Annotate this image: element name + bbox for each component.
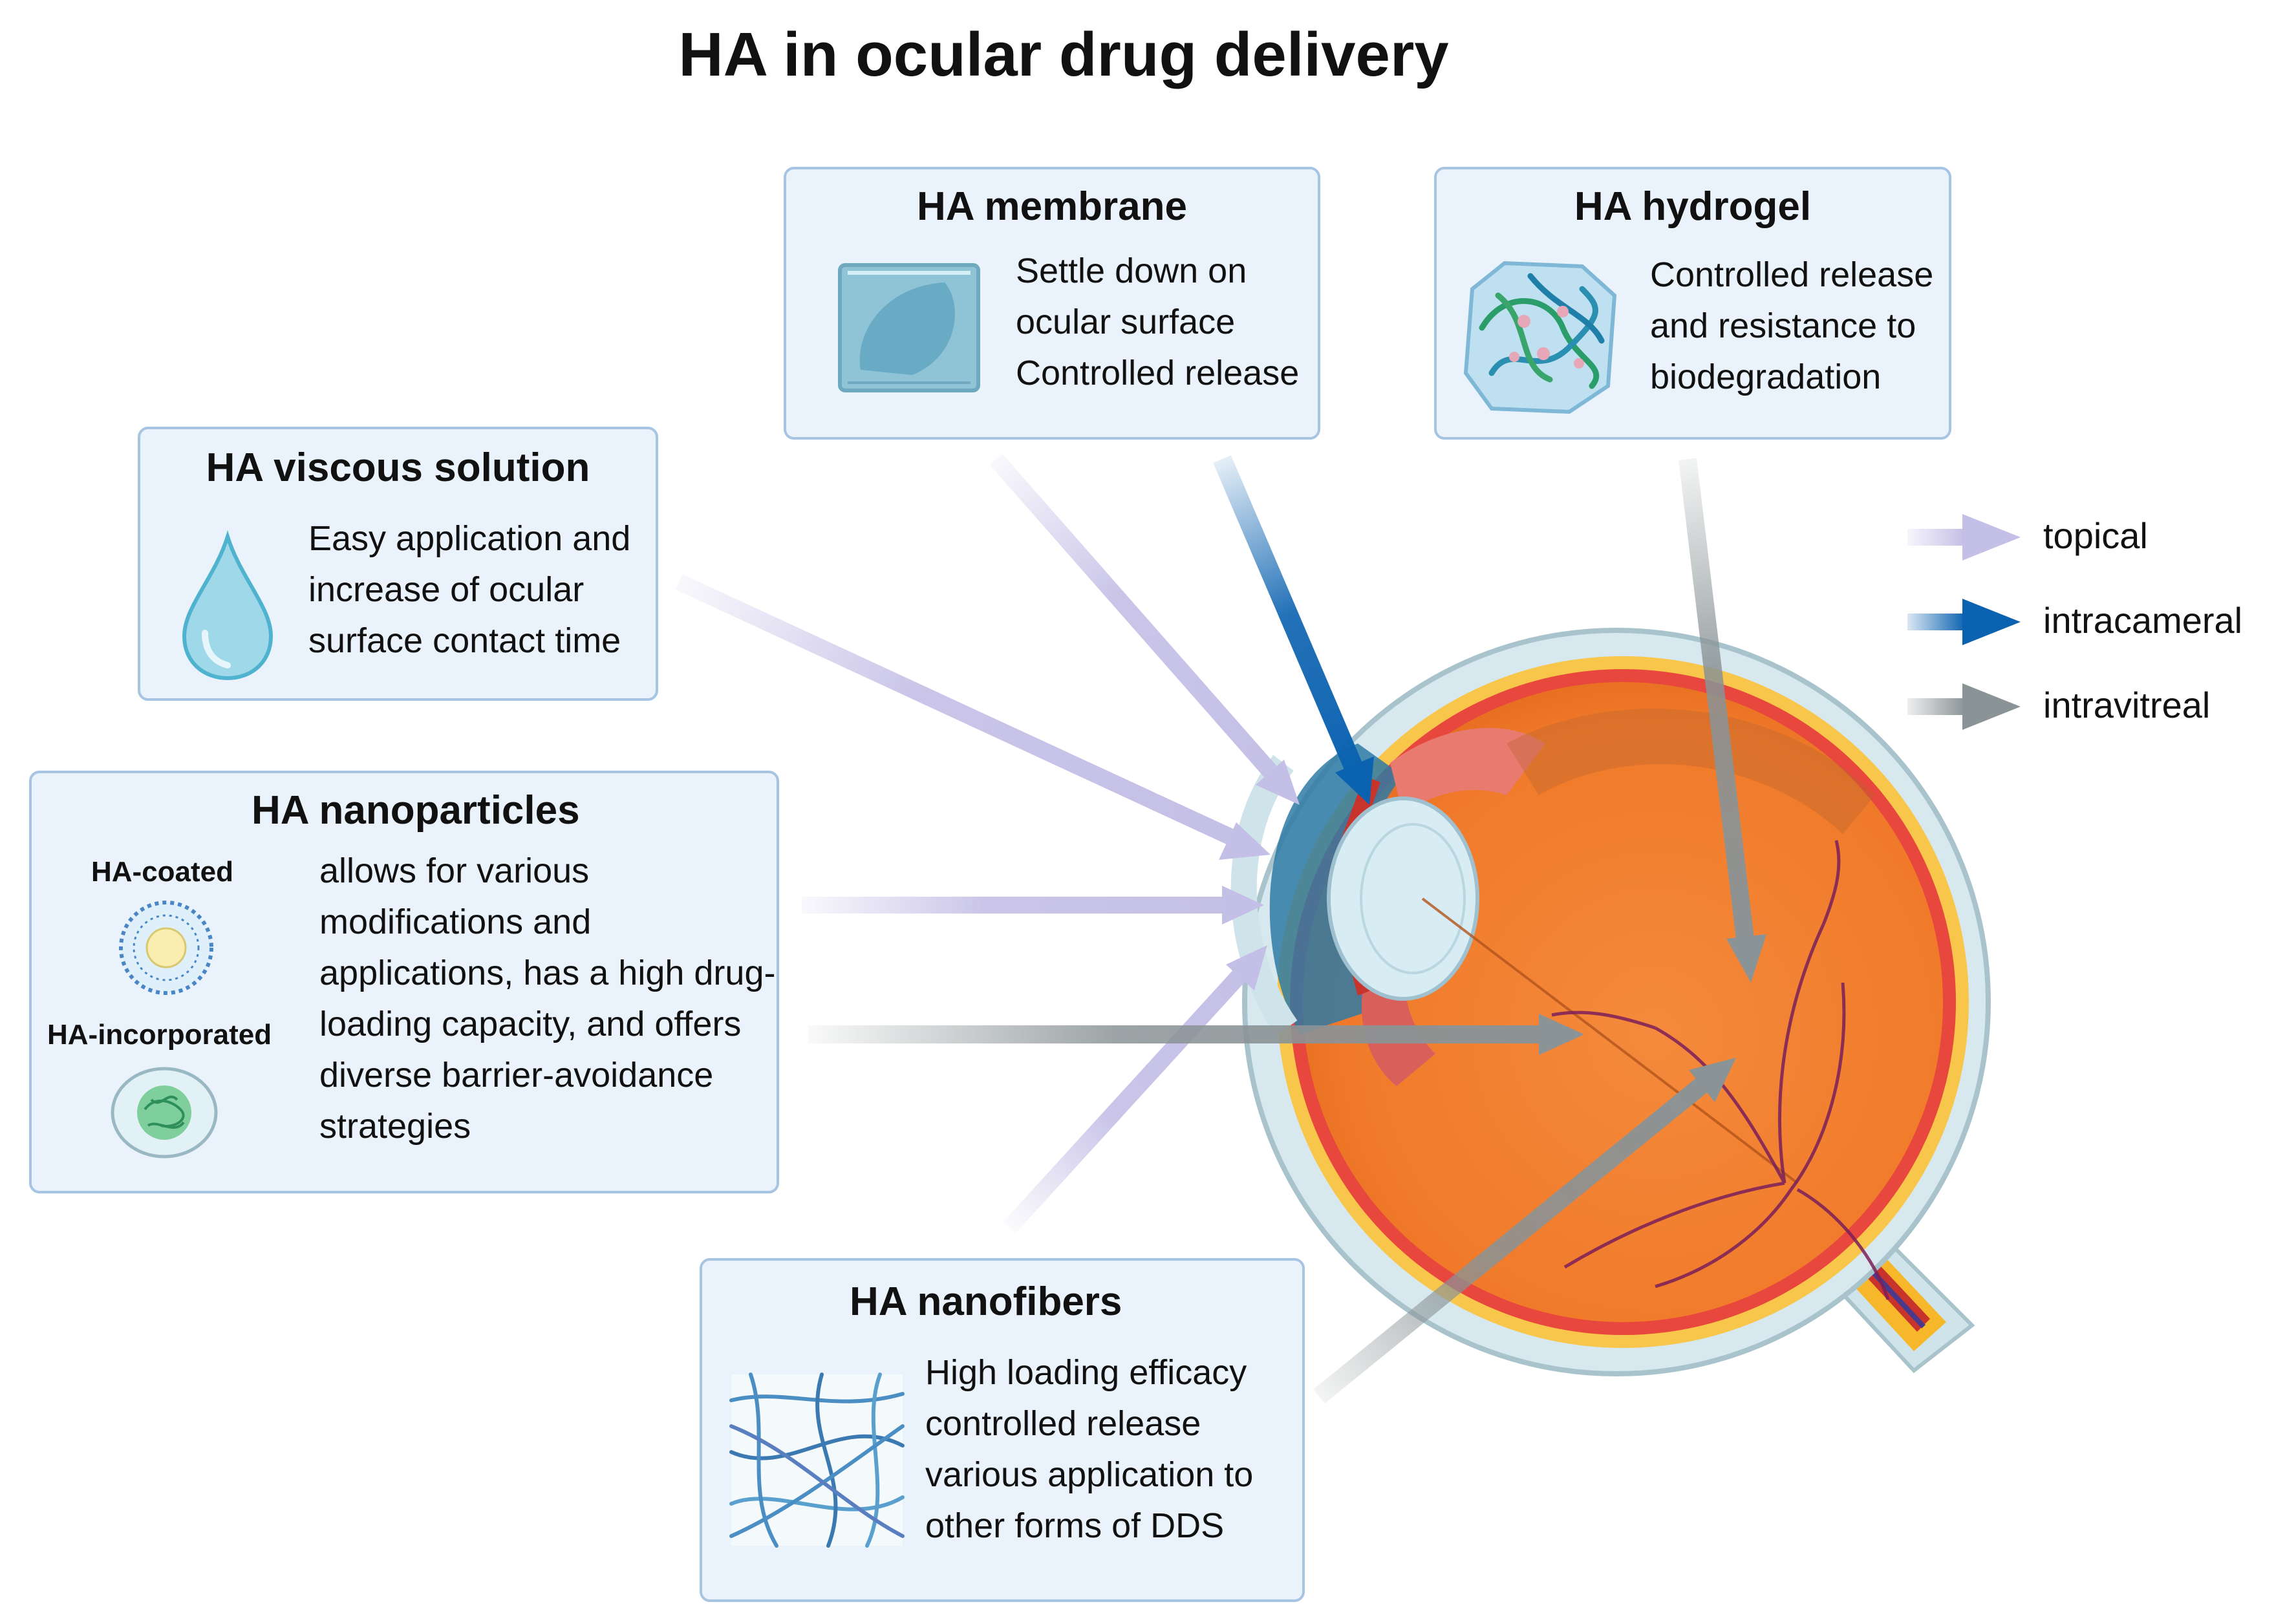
text-line: applications, has a high drug- (319, 954, 776, 992)
intravitreal-arrows (808, 458, 1766, 1404)
text-line: and resistance to (1650, 306, 1916, 345)
text-line: loading capacity, and offers (319, 1005, 742, 1043)
ha-hydrogel-box: HA hydrogel Controlled release and resis… (1434, 167, 1951, 440)
topical-arrows (675, 453, 1300, 1234)
text-line: increase of ocular (308, 570, 585, 609)
water-drop-icon (182, 529, 274, 681)
text-line: diverse barrier-avoidance (319, 1056, 714, 1095)
text-line: ocular surface (1016, 303, 1236, 341)
eye-cross-section-illustration (1230, 628, 1991, 1376)
legend-label-intracameral: intracameral (2043, 600, 2243, 641)
membrane-sheet-icon (838, 263, 980, 392)
text-line: modifications and (319, 903, 592, 941)
ha-nanoparticles-title: HA nanoparticles (252, 788, 580, 833)
text-line: surface contact time (308, 621, 621, 660)
legend-label-topical: topical (2043, 515, 2148, 556)
text-line: biodegradation (1650, 358, 1882, 396)
ha-incorporated-label: HA-incorporated (47, 1019, 272, 1051)
ha-nanofibers-text: High loading efficacy controlled release… (925, 1347, 1253, 1552)
legend-label-intravitreal: intravitreal (2043, 685, 2211, 725)
ha-nanoparticles-text: allows for various modifications and app… (319, 846, 775, 1152)
ha-nanoparticles-box: HA nanoparticles HA-coated HA-incorporat… (29, 771, 779, 1193)
text-line: controlled release (925, 1404, 1201, 1443)
hydrogel-network-icon (1463, 261, 1617, 414)
text-line: various application to (925, 1455, 1254, 1494)
coated-nanoparticle-icon (119, 901, 213, 995)
text-line: Controlled release (1016, 354, 1300, 392)
text-line: allows for various (319, 851, 590, 890)
diagram-title: HA in ocular drug delivery (678, 20, 1449, 89)
ha-membrane-text: Settle down on ocular surface Controlled… (1016, 246, 1299, 399)
ha-membrane-title: HA membrane (916, 184, 1188, 229)
ha-viscous-solution-box: HA viscous solution Easy application and… (138, 427, 658, 701)
ha-nanofibers-title: HA nanofibers (850, 1279, 1122, 1324)
text-line: High loading efficacy (925, 1353, 1247, 1392)
text-line: Controlled release (1650, 255, 1934, 294)
ha-hydrogel-title: HA hydrogel (1574, 184, 1812, 229)
text-line: other forms of DDS (925, 1506, 1225, 1545)
ha-hydrogel-text: Controlled release and resistance to bio… (1650, 250, 1933, 403)
ha-viscous-solution-title: HA viscous solution (206, 445, 590, 490)
incorporated-nanoparticle-icon (111, 1067, 218, 1159)
text-line: strategies (319, 1107, 471, 1146)
ha-coated-label: HA-coated (91, 856, 234, 888)
text-line: Easy application and (308, 519, 631, 558)
intracameral-arrow (1213, 455, 1374, 805)
nanofiber-mesh-icon (729, 1373, 905, 1548)
ha-viscous-solution-text: Easy application and increase of ocular … (308, 513, 630, 667)
text-line: Settle down on (1016, 251, 1247, 290)
ha-nanofibers-box: HA nanofibers High loading efficacy cont… (700, 1258, 1305, 1602)
ha-membrane-box: HA membrane Settle down on ocular surfac… (784, 167, 1320, 440)
legend-arrows (1907, 514, 2021, 730)
